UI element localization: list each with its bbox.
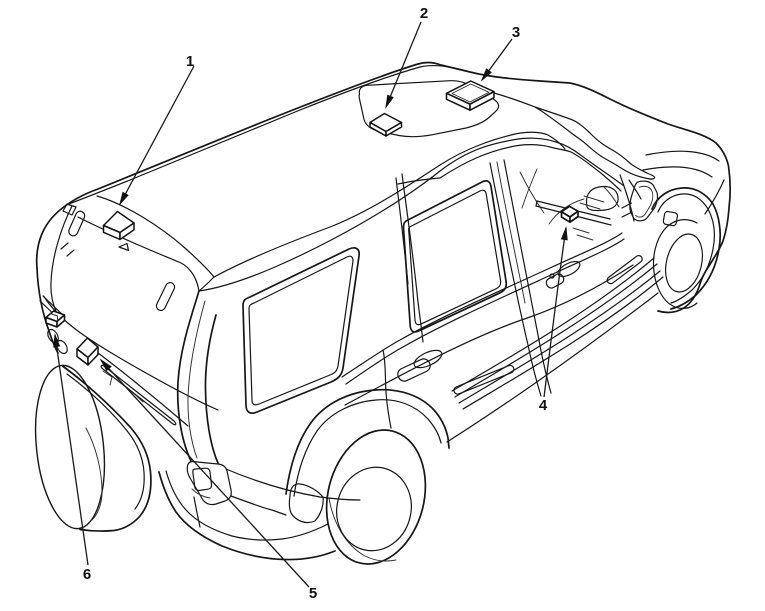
svg-text:2: 2 (420, 5, 428, 22)
svg-text:5: 5 (309, 585, 317, 602)
svg-text:6: 6 (83, 566, 91, 583)
svg-text:1: 1 (186, 53, 194, 70)
svg-text:3: 3 (512, 24, 520, 41)
svg-text:4: 4 (539, 397, 548, 414)
